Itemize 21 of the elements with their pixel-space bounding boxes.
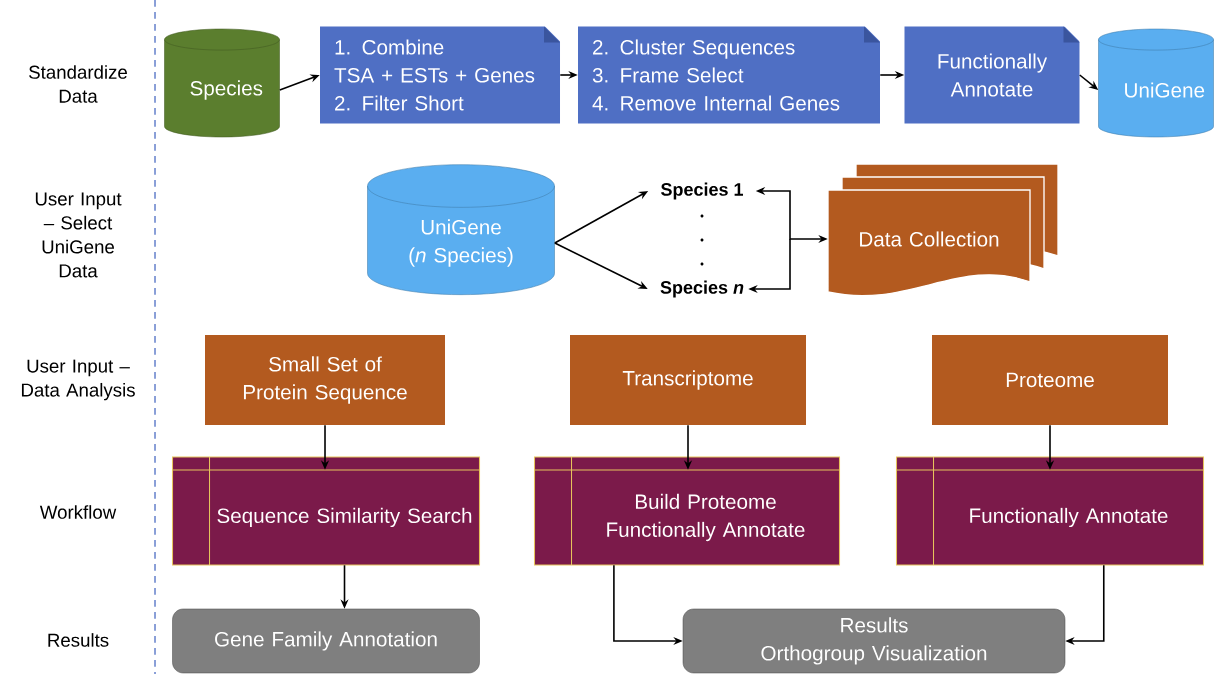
row-label: Results [48,633,109,647]
database-cylinder: Species [164,28,280,138]
row-label: User Input – Select UniGene Data [35,192,122,278]
document-box: 2. Cluster Sequences 3. Frame Select 4. Remove Internal Genes [578,25,881,124]
input-box: Transcriptome [570,335,806,425]
database-cylinder: UniGene [1098,28,1214,138]
input-box: Small Set of Protein Sequence [205,335,445,425]
database-cylinder: UniGene (n Species) [367,164,555,295]
input-box: Proteome [932,335,1168,425]
row-label: Workflow [39,505,117,519]
result-box: Results Orthogroup Visualization [682,608,1066,674]
species-label: Species 1 [661,182,743,200]
row-label: User Input – Data Analysis [21,359,135,401]
result-box: Gene Family Annotation [172,608,480,674]
process-box: Build Proteome Functionally Annotate [533,456,841,566]
process-box: Sequence Similarity Search [171,456,481,566]
process-box: Functionally Annotate [895,456,1205,566]
document-box: 1. Combine TSA + ESTs + Genes 2. Filter Short [320,25,561,124]
row-label: Standardize Data [29,65,127,103]
species-label: Species n [660,280,744,298]
document-box: Functionally Annotate [904,25,1081,124]
